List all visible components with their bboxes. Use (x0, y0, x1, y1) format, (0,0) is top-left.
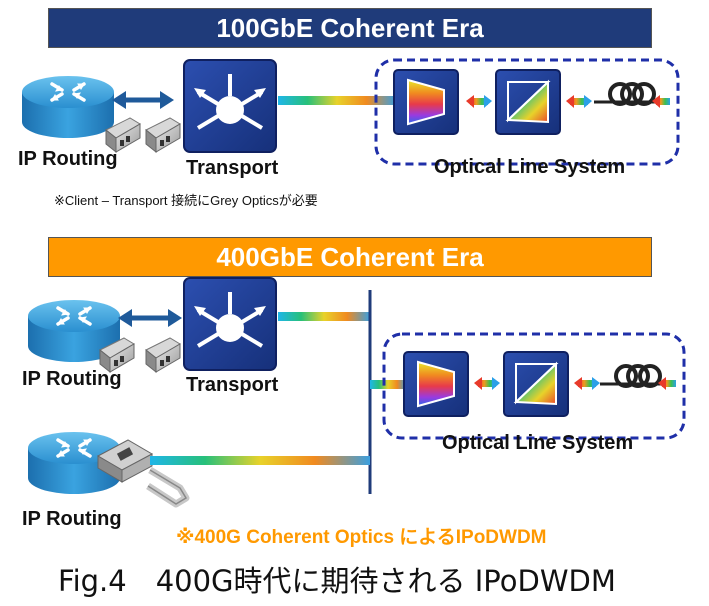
demux-icon (495, 69, 561, 135)
bidirectional-arrow (118, 309, 182, 327)
ols-boundary (382, 332, 686, 440)
sfp-module-icon (145, 117, 181, 153)
label-optical-line-system: Optical Line System (442, 432, 634, 454)
label-transport: Transport (186, 374, 279, 396)
note-ipodwdm: ※400G Coherent Optics によるIPoDWDM (176, 527, 547, 548)
dwdm-link (370, 380, 406, 389)
demux-icon (503, 351, 569, 417)
bidirectional-arrow (112, 91, 174, 109)
mux-icon (403, 351, 469, 417)
note-grey-optics: ※Client – Transport 接続にGrey Opticsが必要 (54, 193, 318, 208)
router-icon (20, 74, 116, 140)
link-arrow (574, 377, 600, 390)
label-ip-routing: IP Routing (22, 508, 122, 530)
dwdm-link (278, 312, 370, 321)
transport-switch-icon (182, 276, 278, 372)
link-arrow (652, 95, 670, 108)
label-ip-routing: IP Routing (18, 148, 118, 170)
banner-100gbe-title: 100GbE Coherent Era (216, 12, 484, 43)
dwdm-link (150, 456, 370, 465)
qsfp-module-icon (96, 439, 190, 508)
link-arrow (658, 377, 676, 390)
label-optical-line-system: Optical Line System (434, 156, 626, 178)
sfp-module-icon (145, 337, 181, 373)
label-transport: Transport (186, 157, 279, 179)
link-arrow (474, 377, 500, 390)
transport-switch-icon (182, 58, 278, 154)
label-ip-routing: IP Routing (22, 368, 122, 390)
mux-icon (393, 69, 459, 135)
banner-400gbe-title: 400GbE Coherent Era (216, 241, 484, 272)
link-arrow (466, 95, 492, 108)
link-arrow (566, 95, 592, 108)
banner-100gbe: 100GbE Coherent Era (48, 8, 652, 48)
ols-boundary (374, 58, 680, 166)
dwdm-link (278, 96, 396, 105)
banner-400gbe: 400GbE Coherent Era (48, 237, 652, 277)
figure-caption: Fig.4 400G時代に期待される IPoDWDM (58, 564, 616, 598)
